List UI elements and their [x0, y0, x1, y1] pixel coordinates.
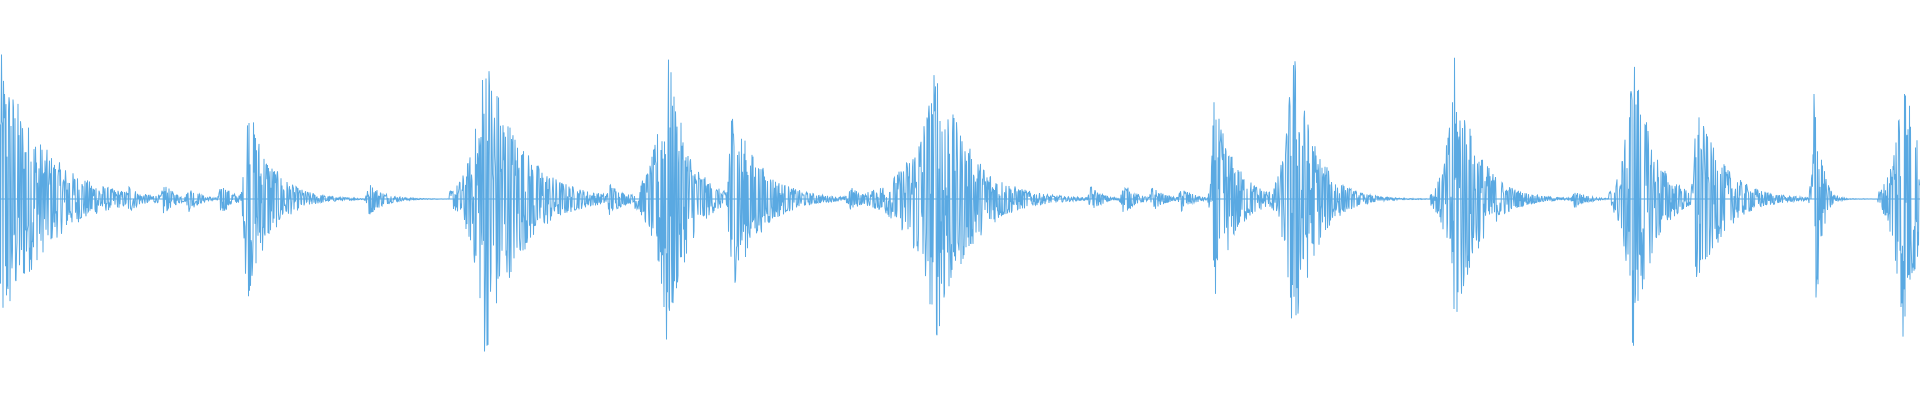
waveform-trace	[0, 54, 1920, 352]
